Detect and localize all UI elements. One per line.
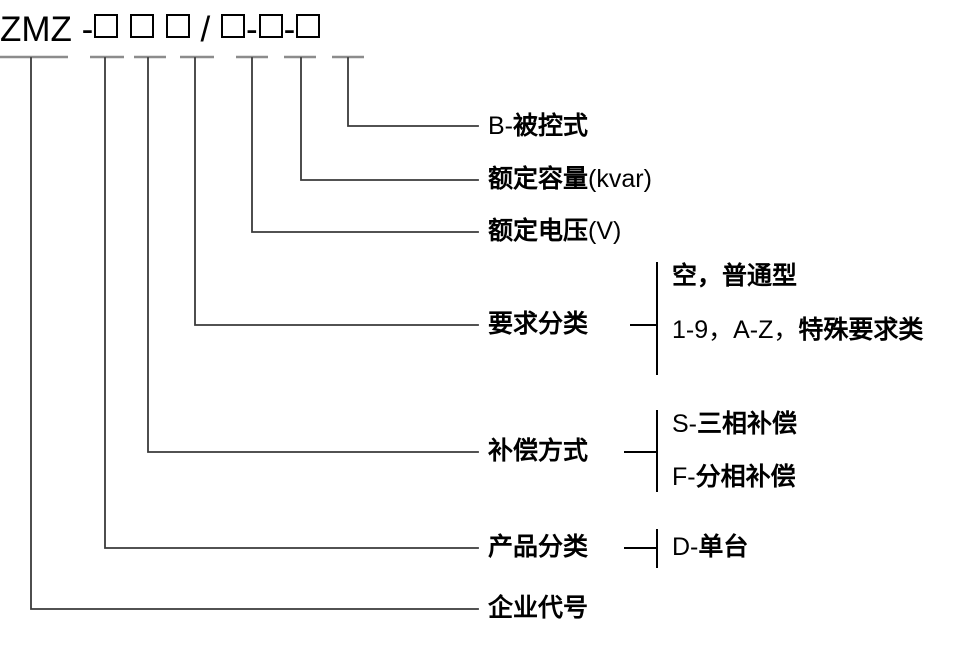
option-product-single-unit-prefix: D-: [672, 533, 699, 561]
label-enterprise-code: 企业代号: [488, 593, 588, 623]
label-requirement-class-text: 要求分类: [488, 310, 589, 338]
option-compensation-split-phase-prefix: F-: [672, 463, 696, 491]
option-requirement-normal-text: 空，普通型: [672, 262, 798, 290]
label-product-class-text: 产品分类: [488, 533, 589, 561]
label-rated-voltage-text: 额定电压: [488, 217, 589, 245]
placeholder-box-6: [296, 14, 321, 38]
bracket-requirement-class: [630, 262, 658, 375]
model-code-prefix: ZMZ -: [0, 10, 94, 49]
option-requirement-special-prefix: 1-9，A-Z，: [672, 316, 799, 344]
bracket-compensation-method: [624, 410, 658, 492]
label-compensation-method-text: 补偿方式: [488, 437, 589, 465]
model-code-header: ZMZ - / --: [0, 8, 321, 52]
placeholder-box-3: [165, 14, 190, 38]
label-rated-capacity-text: 额定容量: [488, 165, 589, 193]
option-product-single-unit-text: 单台: [698, 533, 749, 561]
option-compensation-split-phase: F-分相补偿: [672, 462, 796, 492]
option-compensation-split-phase-text: 分相补偿: [695, 463, 796, 491]
label-requirement-class: 要求分类: [488, 309, 588, 339]
leader-product-class: [104, 57, 479, 549]
label-rated-capacity-unit: (kvar): [588, 165, 652, 193]
label-rated-voltage-unit: (V): [588, 217, 622, 245]
option-requirement-special-text: 特殊要求类: [798, 316, 924, 344]
label-compensation-method: 补偿方式: [488, 436, 588, 466]
option-requirement-special: 1-9，A-Z，特殊要求类: [672, 315, 923, 345]
model-code-dash-1: -: [245, 10, 258, 49]
placeholder-box-1: [94, 14, 119, 38]
label-rated-capacity: 额定容量(kvar): [488, 164, 652, 194]
bracket-product-class: [624, 529, 658, 568]
option-requirement-normal: 空，普通型: [672, 261, 797, 291]
label-controlled-type-prefix: B-: [488, 112, 513, 140]
placeholder-box-4: [220, 14, 245, 38]
leader-rated-voltage: [251, 57, 479, 233]
option-product-single-unit: D-单台: [672, 532, 748, 562]
leader-rated-capacity: [300, 57, 479, 181]
leader-compensation-method: [147, 57, 479, 453]
leader-polylines: [30, 57, 479, 610]
leader-requirement-class: [194, 57, 479, 326]
placeholder-box-2: [130, 14, 155, 38]
leader-controlled-type: [347, 57, 479, 127]
label-rated-voltage: 额定电压(V): [488, 216, 621, 246]
leader-enterprise-code: [30, 57, 479, 610]
label-product-class: 产品分类: [488, 532, 588, 562]
option-compensation-three-phase-text: 三相补偿: [697, 410, 798, 438]
model-code-dash-2: -: [283, 10, 296, 49]
label-enterprise-code-text: 企业代号: [488, 594, 589, 622]
option-compensation-three-phase: S-三相补偿: [672, 409, 797, 439]
placeholder-box-5: [258, 14, 283, 38]
label-controlled-type-text: 被控式: [513, 112, 589, 140]
option-compensation-three-phase-prefix: S-: [672, 410, 697, 438]
model-code-slash: /: [200, 10, 211, 49]
label-controlled-type: B-被控式: [488, 111, 588, 141]
